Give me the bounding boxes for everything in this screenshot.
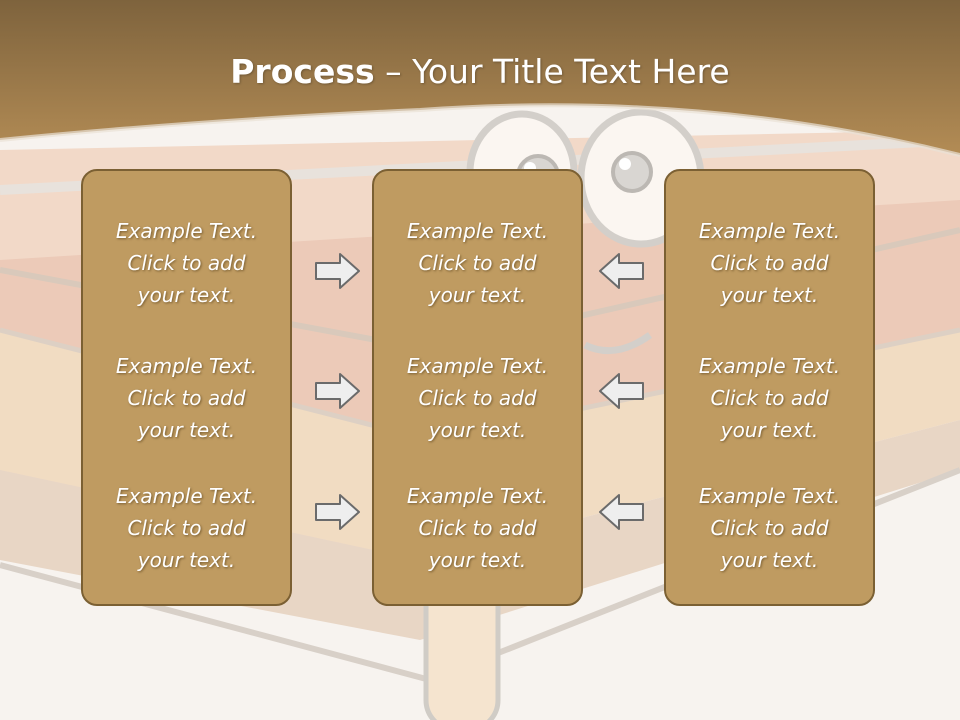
arrow-right-icon xyxy=(315,494,360,530)
panel-text[interactable]: Example Text. Click to add your text. xyxy=(698,354,841,442)
process-panel-right[interactable]: Example Text. Click to add your text. Ex… xyxy=(664,169,875,606)
panel-text[interactable]: Example Text. Click to add your text. xyxy=(406,354,549,442)
arrow-left-icon xyxy=(599,373,644,409)
slide-title[interactable]: Process – Your Title Text Here xyxy=(0,52,960,91)
title-rest: – Your Title Text Here xyxy=(374,52,730,91)
panel-text[interactable]: Example Text. Click to add your text. xyxy=(406,219,549,307)
panel-text[interactable]: Example Text. Click to add your text. xyxy=(115,354,258,442)
arrow-right-icon xyxy=(315,373,360,409)
process-panel-left[interactable]: Example Text. Click to add your text. Ex… xyxy=(81,169,292,606)
panel-text[interactable]: Example Text. Click to add your text. xyxy=(115,484,258,572)
panel-text[interactable]: Example Text. Click to add your text. xyxy=(698,219,841,307)
title-bold: Process xyxy=(230,52,375,91)
process-panel-center[interactable]: Example Text. Click to add your text. Ex… xyxy=(372,169,583,606)
panel-text[interactable]: Example Text. Click to add your text. xyxy=(698,484,841,572)
arrow-right-icon xyxy=(315,253,360,289)
arrow-left-icon xyxy=(599,253,644,289)
arrow-left-icon xyxy=(599,494,644,530)
panel-text[interactable]: Example Text. Click to add your text. xyxy=(406,484,549,572)
panel-text[interactable]: Example Text. Click to add your text. xyxy=(115,219,258,307)
